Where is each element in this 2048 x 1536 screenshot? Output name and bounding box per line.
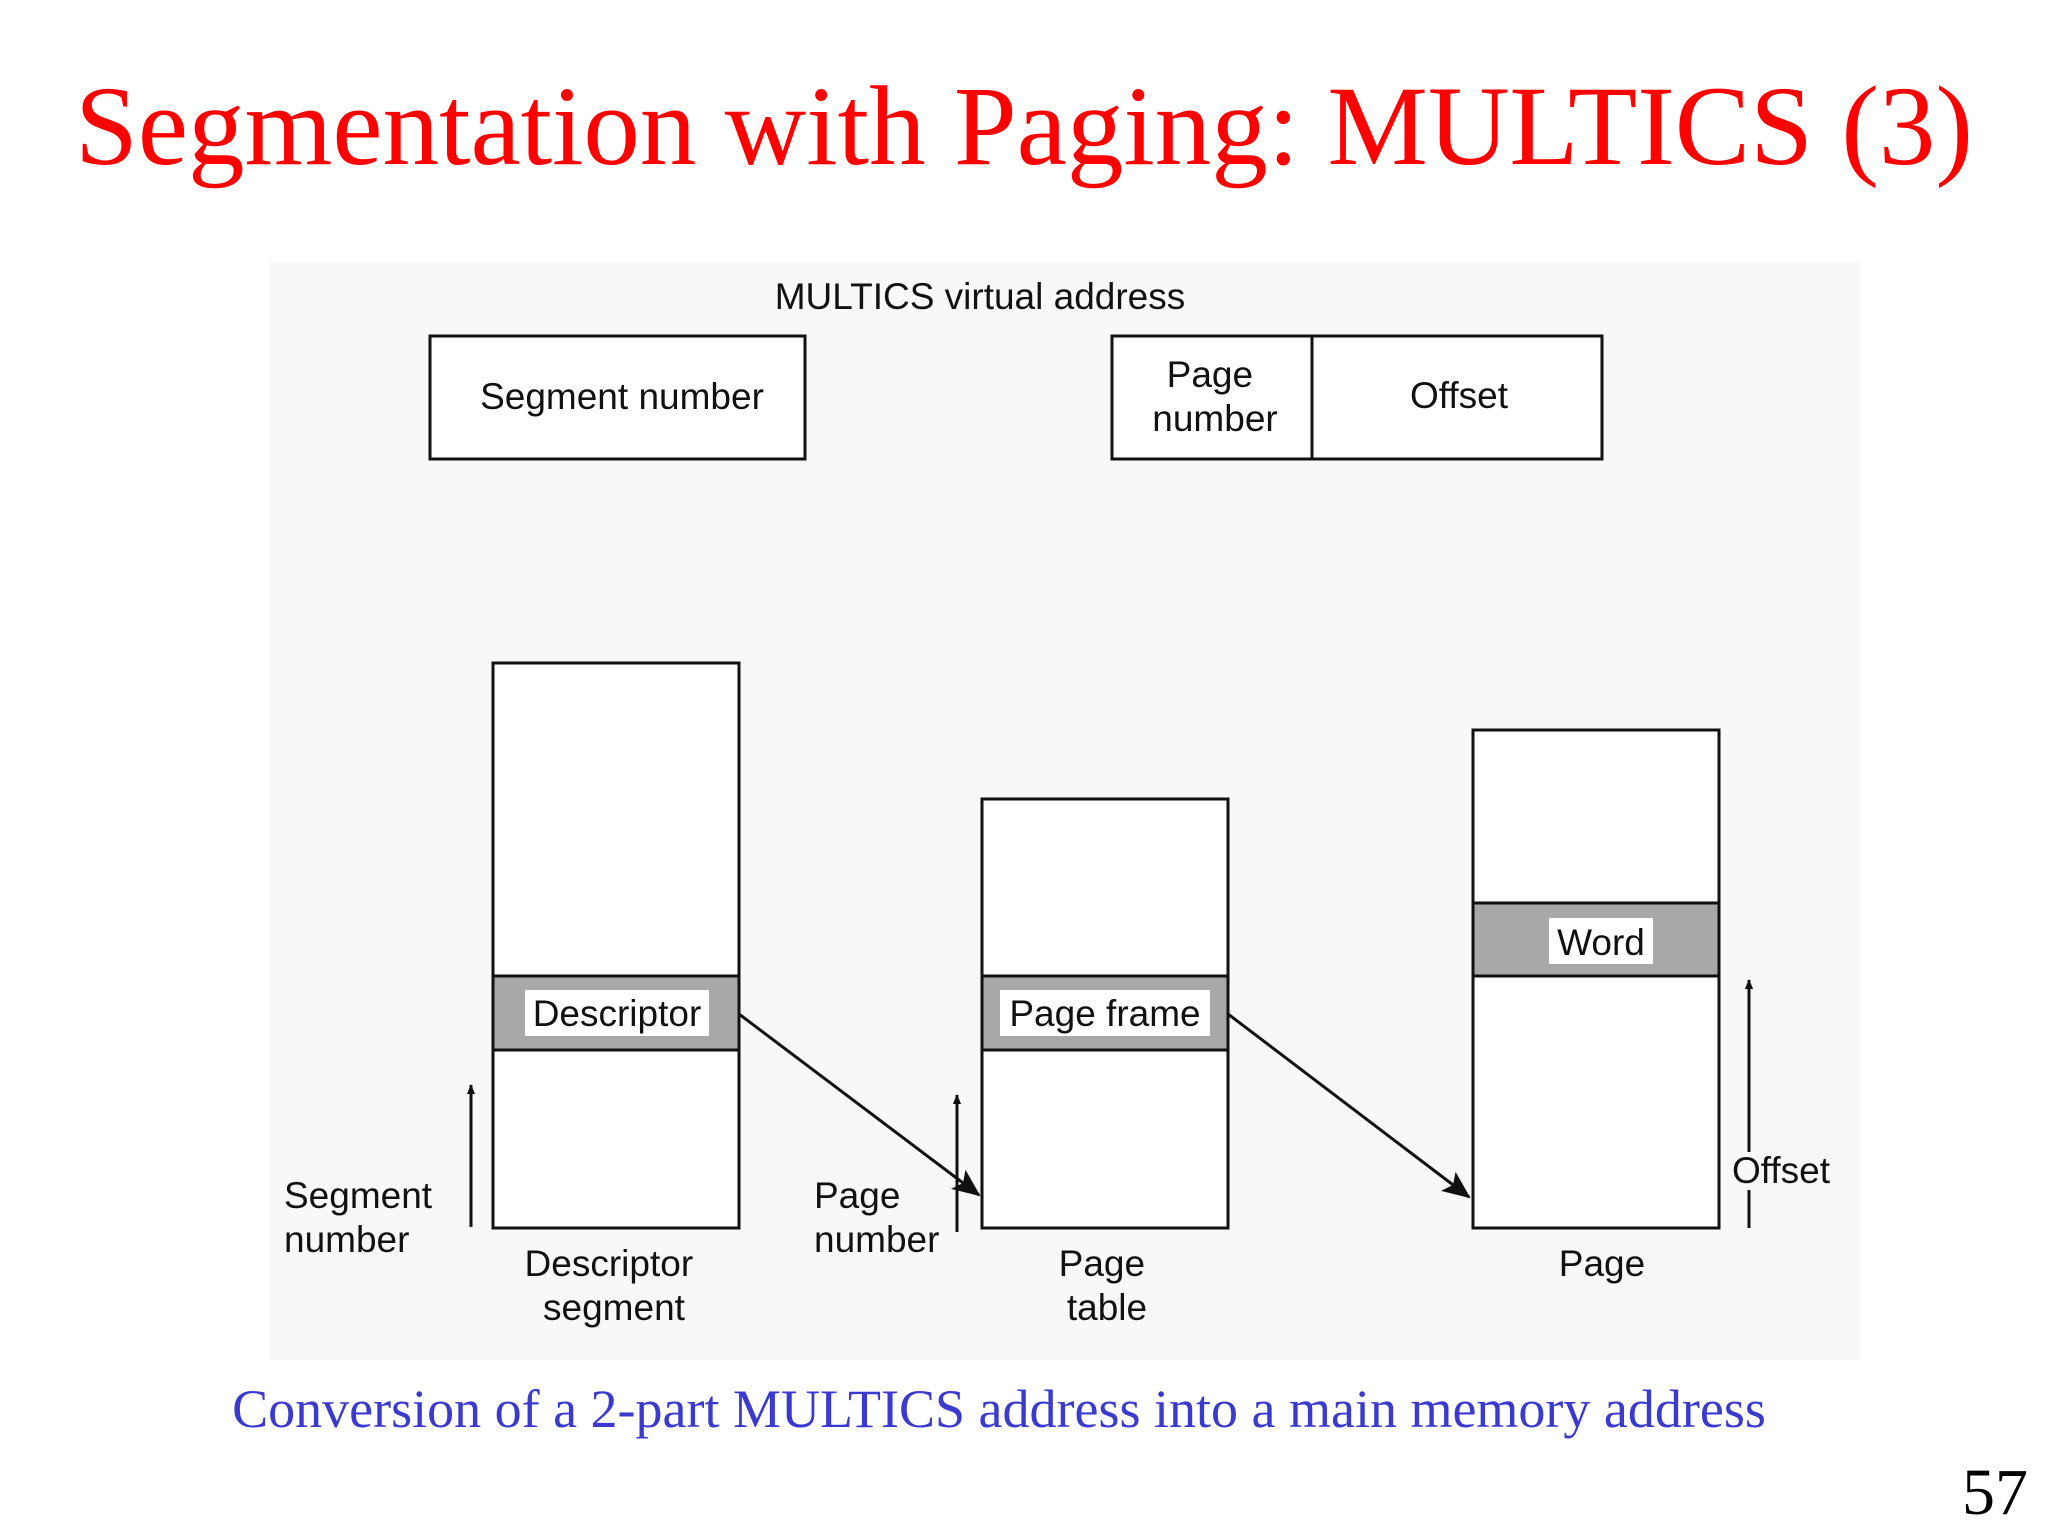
page-box — [1471, 728, 1721, 1230]
descriptor-segment-line-2: segment — [543, 1287, 686, 1328]
descriptor-to-page-table-arrow — [738, 1012, 981, 1197]
page-table-label: Page table — [1059, 1243, 1156, 1328]
descriptor-segment-box — [491, 661, 741, 1230]
slide-caption: Conversion of a 2-part MULTICS address i… — [232, 1379, 1766, 1439]
page-number-field-line-2: number — [1152, 398, 1277, 439]
page-frame-to-page-arrow — [1227, 1012, 1471, 1199]
slide-title: Segmentation with Paging: MULTICS (3) — [75, 64, 1973, 189]
page-number-index-label: Page number — [814, 1175, 939, 1260]
offset-index-label: Offset — [1732, 1150, 1831, 1191]
offset-field-label: Offset — [1410, 375, 1509, 416]
segment-number-index-line-2: number — [284, 1219, 409, 1260]
page-number-field-line-1: Page — [1167, 354, 1253, 395]
page-number-index-line-2: number — [814, 1219, 939, 1260]
page-frame-entry-label-bg — [1000, 990, 1210, 1036]
descriptor-segment-label: Descriptor segment — [525, 1243, 704, 1328]
page-offset-field — [1110, 334, 1604, 461]
virtual-address-heading: MULTICS virtual address — [775, 276, 1186, 317]
page-table-line-2: table — [1067, 1287, 1147, 1328]
page-frame-entry-label: Page frame — [1009, 993, 1200, 1034]
segment-number-field-label: Segment number — [480, 376, 764, 417]
page-table-line-1: Page — [1059, 1243, 1145, 1284]
slide-page-number: 57 — [1962, 1456, 2028, 1529]
segment-number-index-line-1: Segment — [284, 1175, 433, 1216]
descriptor-entry-label: Descriptor — [533, 993, 702, 1034]
segment-number-field — [428, 334, 807, 461]
offset-label-bg — [1728, 1152, 1838, 1190]
word-entry-label-bg — [1549, 918, 1653, 964]
page-number-index-line-1: Page — [814, 1175, 900, 1216]
word-entry-label: Word — [1557, 922, 1645, 963]
page-label: Page — [1559, 1243, 1645, 1284]
descriptor-segment-line-1: Descriptor — [525, 1243, 694, 1284]
segment-number-index-label: Segment number — [284, 1175, 442, 1260]
page-number-field-label: Page number — [1152, 354, 1277, 439]
descriptor-entry-label-bg — [525, 990, 709, 1036]
